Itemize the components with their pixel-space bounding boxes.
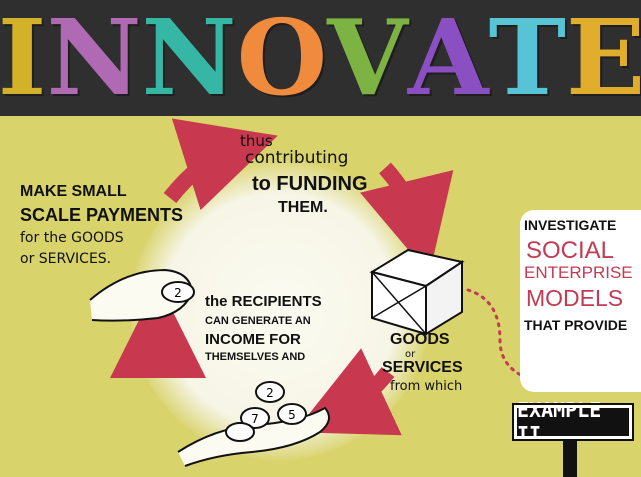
coin-label: 2 <box>174 286 182 300</box>
example-sign: EXAMPLE II <box>512 398 634 446</box>
right-text-from-which: from which <box>390 379 463 394</box>
cycle-arrow-icon <box>360 162 454 275</box>
coin-label: 7 <box>251 412 259 426</box>
top-text-thus: thus <box>240 132 273 150</box>
title-letter: E <box>565 0 641 119</box>
top-text-funding: to FUNDING <box>252 173 368 195</box>
note-investigate: INVESTIGATE <box>524 217 617 233</box>
cycle-arrow-icon <box>110 282 207 379</box>
note-that-provide: THAT PROVIDE <box>524 317 628 333</box>
left-text-scale-payments: SCALE PAYMENTS <box>20 205 184 225</box>
title-letter: V <box>327 0 408 119</box>
center-text-income: INCOME FOR <box>205 331 301 348</box>
center-text-themselves: THEMSELVES AND <box>205 351 306 363</box>
coin-icon <box>225 422 255 442</box>
left-text-make-small: MAKE SMALL <box>20 183 127 200</box>
cycle-arrow-icon <box>163 118 278 211</box>
coin-icon <box>255 381 285 403</box>
coin-icon <box>277 403 307 425</box>
center-text-generate: CAN GENERATE AN <box>205 315 311 327</box>
coin-label: 2 <box>266 386 274 400</box>
note-social: SOCIAL <box>526 237 615 264</box>
center-text-recipients: the RECIPIENTS <box>205 293 322 310</box>
left-text-services: or SERVICES. <box>20 251 112 267</box>
coin-label: 5 <box>288 408 296 422</box>
coin-icon <box>161 281 195 303</box>
cycle-arrow-icon <box>294 348 402 436</box>
title-letter: N <box>141 0 237 119</box>
title-letter: O <box>236 0 328 119</box>
title-letter: A <box>407 0 489 119</box>
title-letter: T <box>488 0 566 119</box>
right-text-goods: GOODS <box>390 331 450 348</box>
sign-pole <box>563 441 577 477</box>
investigate-note <box>520 210 641 392</box>
note-enterprise: ENTERPRISE <box>524 263 633 282</box>
right-text-or: or <box>405 349 416 360</box>
title-letter: N <box>46 0 141 119</box>
dotted-connector <box>466 288 562 387</box>
note-models: MODELS <box>526 285 624 311</box>
right-text-services: SERVICES <box>382 359 463 376</box>
top-text-them: THEM. <box>278 199 328 216</box>
top-text-contributing: contributing <box>245 148 349 168</box>
innovate-title: I N N O V A T E <box>0 0 641 116</box>
box-icon <box>369 248 465 336</box>
left-text-goods: for the GOODS <box>20 230 124 246</box>
coin-icon <box>240 407 270 429</box>
title-letter: I <box>0 0 46 119</box>
title-banner <box>0 0 641 116</box>
